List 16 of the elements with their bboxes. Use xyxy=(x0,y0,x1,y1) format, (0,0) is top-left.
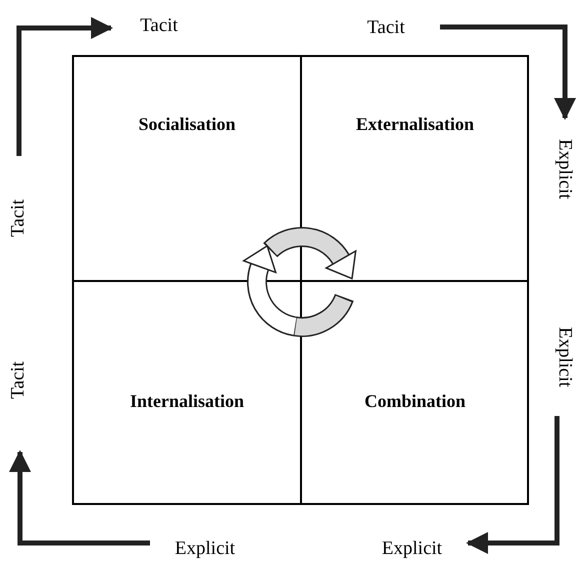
axis-label: Tacit xyxy=(360,14,412,40)
bent-arrow xyxy=(440,24,576,120)
quadrant-title: Internalisation xyxy=(130,390,244,412)
axis-label: Explicit xyxy=(553,128,576,210)
axis-label: Tacit xyxy=(6,190,30,246)
bent-arrow xyxy=(16,17,113,156)
quadrant-title: Externalisation xyxy=(356,113,474,136)
bent-arrow xyxy=(9,450,150,546)
axis-label: Explicit xyxy=(372,535,452,561)
axis-label: Explicit xyxy=(553,316,576,398)
axis-label: Tacit xyxy=(133,12,185,38)
quadrant-title: Combination xyxy=(364,390,466,412)
quadrant-title: Socialisation xyxy=(138,113,236,136)
axis-label: Explicit xyxy=(165,535,245,561)
bent-arrow xyxy=(466,416,560,554)
axis-label: Tacit xyxy=(6,352,30,408)
